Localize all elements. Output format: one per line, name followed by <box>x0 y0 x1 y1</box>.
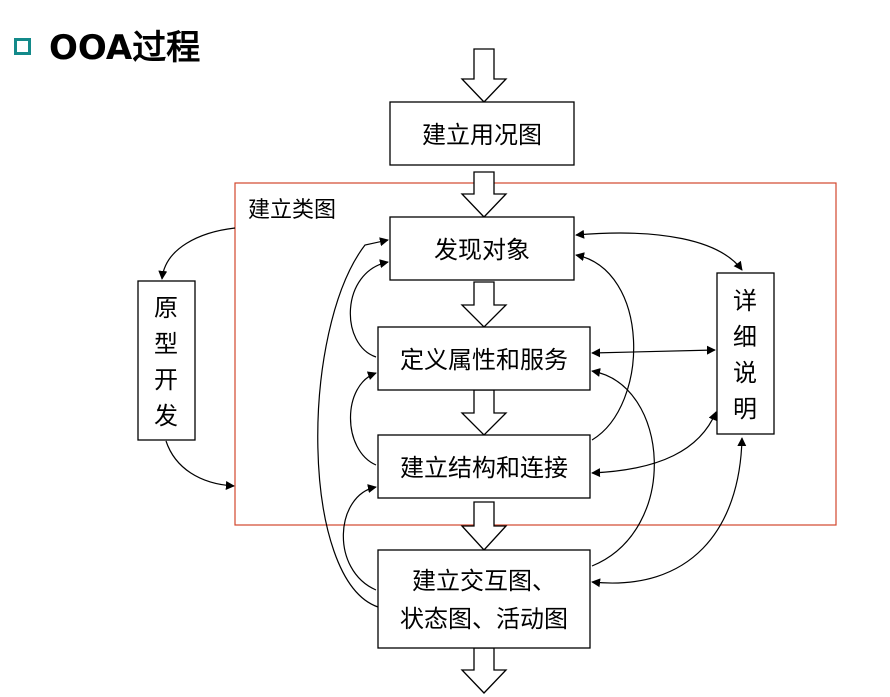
node-interaction-box <box>377 549 591 649</box>
node-structure-label: 建立结构和连接 <box>400 454 568 482</box>
node-interaction-label-1: 建立交互图、 <box>412 567 556 595</box>
node-find-objects-box <box>389 216 575 281</box>
connector-attributes-details <box>591 345 716 358</box>
flow-arrow-entry <box>460 48 508 103</box>
node-details-box <box>716 272 775 435</box>
connector-structure-to-attributes-left <box>349 371 377 466</box>
connector-attributes-to-find-left <box>349 259 389 358</box>
node-details-char-1: 详 <box>733 287 757 315</box>
node-details-char-3: 说 <box>733 359 757 387</box>
node-prototype-box <box>137 280 196 441</box>
node-prototype-char-4: 发 <box>154 402 178 430</box>
node-interaction-label-2: 状态图、活动图 <box>400 605 568 633</box>
node-prototype-char-3: 开 <box>154 366 178 394</box>
flow-arrow-find-to-attributes <box>460 281 508 328</box>
node-use-case-label: 建立用况图 <box>422 121 542 149</box>
node-prototype-char-1: 原 <box>154 294 178 322</box>
page-title: OOA过程 <box>14 22 201 68</box>
flow-arrow-attributes-to-structure <box>460 389 508 436</box>
connector-find-objects-details <box>575 229 743 271</box>
node-use-case-box <box>389 101 575 166</box>
connector-prototype-to-region <box>165 440 235 491</box>
connector-interaction-to-attributes-right <box>591 368 655 567</box>
node-attributes-label: 定义属性和服务 <box>400 346 568 374</box>
flow-arrow-exit <box>460 647 508 694</box>
node-attributes-box <box>377 326 591 391</box>
connector-structure-to-find-right <box>575 252 635 441</box>
page-title-text: OOA过程 <box>49 27 201 68</box>
node-details-char-2: 细 <box>733 323 757 351</box>
square-bullet-icon <box>14 37 31 55</box>
connector-interaction-details <box>591 437 747 588</box>
node-details-char-4: 明 <box>733 395 757 423</box>
connector-interaction-to-structure-left <box>342 484 377 591</box>
node-structure-box <box>377 434 591 499</box>
connector-interaction-to-find-left <box>317 237 389 608</box>
connector-region-to-prototype <box>158 227 236 280</box>
class-diagram-region <box>234 182 837 526</box>
flow-arrow-usecase-to-find <box>460 171 508 218</box>
flow-arrow-structure-to-interaction <box>460 501 508 551</box>
node-find-objects-label: 发现对象 <box>434 236 530 264</box>
node-prototype-char-2: 型 <box>154 330 178 358</box>
class-diagram-region-label: 建立类图 <box>248 198 336 223</box>
